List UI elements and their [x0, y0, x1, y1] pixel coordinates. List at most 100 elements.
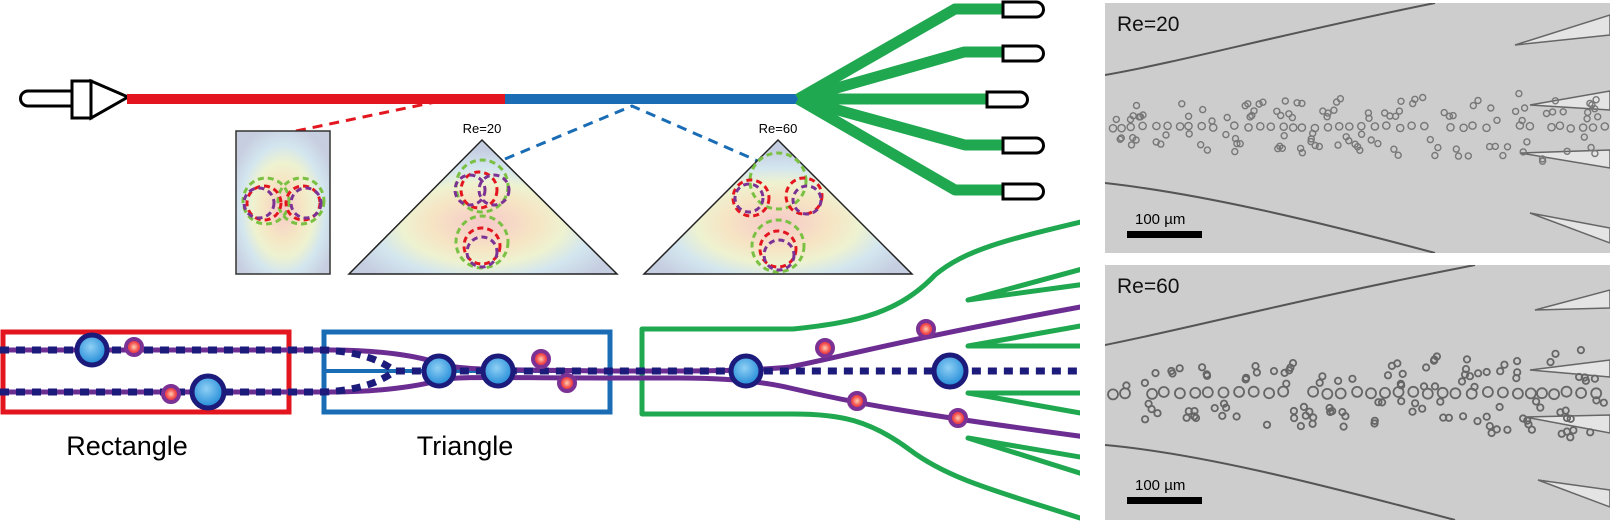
particle-ring: [1298, 148, 1307, 157]
particle-ring: [1341, 412, 1350, 421]
particle-ring: [1334, 387, 1347, 400]
large-particle-path: [0, 346, 1080, 375]
particle-ring: [1454, 152, 1463, 160]
particle-ring: [1334, 141, 1342, 149]
particle-ring: [1434, 143, 1442, 152]
particle-ring: [1578, 123, 1588, 132]
particle-ring: [1457, 377, 1467, 386]
particle-ring: [1184, 112, 1193, 121]
particle-ring: [1126, 115, 1135, 124]
particle-ring: [1408, 407, 1417, 416]
particle-ring: [1580, 133, 1588, 141]
particle-ring: [1566, 433, 1575, 442]
particle-ring: [1299, 402, 1308, 411]
particle-ring: [1370, 122, 1380, 131]
large-particle: [931, 352, 969, 390]
particle-ring: [1344, 122, 1354, 131]
particle-ring: [1556, 408, 1565, 417]
small-particle: [161, 384, 181, 404]
particle-ring: [1198, 105, 1207, 114]
particle-ring: [1523, 138, 1531, 146]
particle-ring: [1190, 412, 1199, 421]
particle-ring: [1547, 122, 1556, 132]
particle-ring: [1116, 135, 1124, 144]
particle-ring: [1152, 121, 1161, 131]
particle-ring: [1323, 123, 1333, 132]
outlet-connector-icon: [1001, 136, 1045, 155]
particle-ring: [1492, 425, 1501, 434]
particle-ring: [1562, 413, 1572, 423]
particle-ring: [1381, 121, 1391, 130]
particle-ring: [1174, 387, 1186, 400]
particle-ring: [1588, 101, 1596, 109]
particle-ring: [1318, 372, 1327, 381]
particle-ring: [1586, 428, 1595, 437]
particle-ring: [1519, 148, 1527, 156]
particle-ring: [1599, 398, 1608, 407]
particle-ring: [1255, 100, 1263, 108]
particle-ring: [1307, 385, 1320, 398]
particle-ring: [1162, 131, 1170, 139]
particle-ring: [1397, 97, 1405, 106]
particle-ring: [1410, 399, 1420, 408]
particle-ring: [1307, 135, 1316, 143]
particle-ring: [1319, 107, 1327, 115]
particle-ring: [1524, 387, 1537, 400]
particle-ring: [1198, 363, 1207, 372]
particle-ring: [1276, 111, 1285, 120]
particle-ring: [1398, 369, 1407, 379]
particle-ring: [1462, 355, 1472, 364]
particle-ring: [1357, 130, 1366, 139]
particle-ring: [1197, 121, 1206, 131]
particle-ring: [1511, 387, 1524, 400]
particle-ring: [1334, 122, 1344, 131]
particle-ring: [1330, 106, 1338, 114]
particle-ring: [1255, 122, 1265, 131]
particle-ring: [1296, 422, 1305, 431]
particle-ring: [1168, 369, 1177, 378]
particle-ring: [1196, 140, 1205, 149]
particle-ring: [1419, 382, 1429, 391]
particle-ring: [1189, 387, 1202, 399]
particle-ring: [1449, 387, 1462, 400]
large-particle: [421, 353, 457, 389]
particle-ring: [1279, 122, 1288, 131]
particle-ring: [1419, 93, 1427, 102]
particle-ring: [1429, 356, 1439, 365]
particle-ring: [1241, 101, 1249, 110]
particle-ring: [1523, 416, 1532, 425]
particle-ring: [1251, 362, 1260, 371]
particle-ring: [1185, 130, 1193, 138]
particle-ring: [1536, 387, 1548, 400]
particle-ring: [1387, 361, 1396, 371]
particle-ring: [1377, 398, 1387, 407]
particle-ring: [1222, 403, 1231, 412]
particle-ring: [1326, 407, 1335, 417]
particle-ring: [1132, 101, 1141, 110]
particle-ring: [1576, 346, 1585, 355]
small-particle: [847, 391, 867, 411]
device-schematic: Re=20 Re=60: [0, 0, 1080, 521]
outlet-connector-icon: [985, 90, 1029, 109]
triangle-label: Triangle: [417, 431, 514, 461]
particle-ring: [1566, 414, 1575, 423]
particle-ring: [1511, 107, 1520, 116]
particle-ring: [1334, 376, 1343, 386]
particle-ring: [1139, 111, 1147, 119]
particle-ring: [1559, 108, 1567, 116]
large-particle: [728, 353, 764, 389]
small-particle-path: [0, 375, 1080, 439]
particle-ring: [1210, 404, 1219, 413]
particle-ring: [1430, 382, 1440, 391]
particle-ring: [1600, 122, 1610, 131]
particle-ring: [1356, 146, 1364, 155]
particle-ring: [1487, 104, 1495, 112]
particle-ring: [1397, 397, 1406, 406]
particle-ring: [1581, 376, 1590, 385]
particle-ring: [1444, 413, 1453, 422]
small-particle: [916, 319, 936, 339]
particle-ring: [1436, 386, 1449, 399]
particle-ring: [1520, 104, 1529, 112]
particle-ring: [1178, 100, 1186, 108]
rectangle-leader-line: [295, 99, 441, 133]
